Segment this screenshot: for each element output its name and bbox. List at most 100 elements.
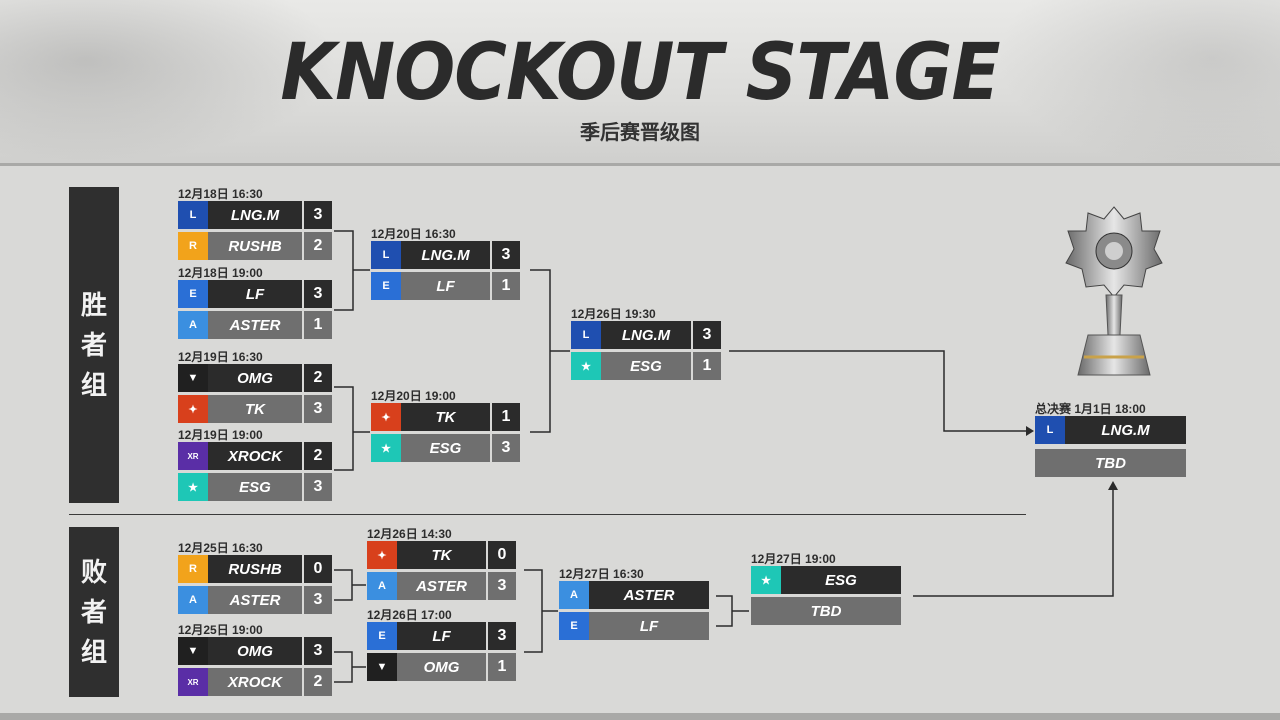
match-team-row[interactable]: XR XROCK 2 [178,668,332,696]
lower-bracket-label: 败 者 组 [69,527,119,697]
footer-bar [0,713,1280,720]
match-team-row[interactable]: R RUSHB 2 [178,232,332,260]
team-score: 3 [492,434,520,462]
match-team-row[interactable]: E LF [559,612,709,640]
match-team-row[interactable]: A ASTER 1 [178,311,332,339]
match-date: 12月18日 19:00 [178,266,263,280]
match-team-row[interactable]: L LNG.M 3 [371,241,520,269]
match-team-row[interactable]: ▼ OMG 2 [178,364,332,392]
team-score: 3 [304,473,332,501]
tree-decoration-right [960,0,1280,165]
match-team-row[interactable]: L LNG.M [1035,416,1186,444]
team-name: OMG [208,637,302,665]
omg-logo-icon: ▼ [367,653,397,681]
match-date: 12月25日 16:30 [178,541,263,555]
lng-logo-icon: L [571,321,601,349]
match-date: 12月27日 16:30 [559,567,644,581]
upper-label-char: 者 [80,330,107,360]
xrock-logo-icon: XR [178,668,208,696]
team-name: TK [397,541,486,569]
match-team-row[interactable]: ▼ OMG 3 [178,637,332,665]
match-team-row[interactable]: TBD [751,597,901,625]
match-date: 12月25日 19:00 [178,623,263,637]
match-date: 12月20日 19:00 [371,389,456,403]
team-score: 1 [693,352,721,380]
tk-logo-icon: ✦ [371,403,401,431]
aster-logo-icon: A [178,311,208,339]
lf-logo-icon: E [367,622,397,650]
aster-logo-icon: A [559,581,589,609]
lng-logo-icon: L [1035,416,1065,444]
team-score: 2 [304,442,332,470]
upper-label-char: 胜 [80,290,107,320]
match-team-row[interactable]: ▼ OMG 1 [367,653,516,681]
team-score: 0 [488,541,516,569]
team-score: 1 [304,311,332,339]
aster-logo-icon: A [367,572,397,600]
team-score: 3 [304,395,332,423]
rushb-logo-icon: R [178,232,208,260]
upper-bracket-label: 胜 者 组 [69,187,119,503]
match-date: 12月18日 16:30 [178,187,263,201]
team-name: XROCK [208,442,302,470]
lng-logo-icon: L [178,201,208,229]
page-subtitle: 季后赛晋级图 [580,122,700,144]
match-team-row[interactable]: ✦ TK 3 [178,395,332,423]
team-name: ASTER [208,311,302,339]
bracket-separator [69,514,1026,515]
match-team-row[interactable]: ★ ESG 3 [371,434,520,462]
team-score: 1 [492,272,520,300]
team-name: TBD [1035,449,1186,477]
xrock-logo-icon: XR [178,442,208,470]
match-team-row[interactable]: L LNG.M 3 [571,321,721,349]
match-team-row[interactable]: ★ ESG [751,566,901,594]
rushb-logo-icon: R [178,555,208,583]
match-team-row[interactable]: ✦ TK 1 [371,403,520,431]
team-name: LNG.M [601,321,691,349]
esg-logo-icon: ★ [571,352,601,380]
match-date: 12月26日 14:30 [367,527,452,541]
team-score: 2 [304,364,332,392]
match-date: 总决赛 1月1日 18:00 [1035,402,1146,416]
omg-logo-icon: ▼ [178,364,208,392]
match-date: 12月27日 19:00 [751,552,836,566]
team-score: 3 [304,201,332,229]
header-banner: KNOCKOUT STAGE 季后赛晋级图 [0,0,1280,165]
match-team-row[interactable]: E LF 3 [367,622,516,650]
match-team-row[interactable]: R RUSHB 0 [178,555,332,583]
match-team-row[interactable]: L LNG.M 3 [178,201,332,229]
team-name: RUSHB [208,555,302,583]
tree-decoration [0,0,380,165]
header-divider [0,163,1280,166]
team-name: ESG [401,434,490,462]
trophy-icon [1065,206,1163,376]
match-team-row[interactable]: ✦ TK 0 [367,541,516,569]
team-name: LNG.M [208,201,302,229]
team-name: ASTER [397,572,486,600]
match-team-row[interactable]: A ASTER [559,581,709,609]
match-team-row[interactable]: E LF 1 [371,272,520,300]
team-name: ESG [208,473,302,501]
team-score: 2 [304,668,332,696]
match-team-row[interactable]: TBD [1035,449,1186,477]
lng-logo-icon: L [371,241,401,269]
team-name: ASTER [589,581,709,609]
team-score: 3 [693,321,721,349]
lf-logo-icon: E [559,612,589,640]
match-team-row[interactable]: E LF 3 [178,280,332,308]
match-team-row[interactable]: A ASTER 3 [178,586,332,614]
team-score: 3 [488,622,516,650]
match-team-row[interactable]: A ASTER 3 [367,572,516,600]
omg-logo-icon: ▼ [178,637,208,665]
lf-logo-icon: E [178,280,208,308]
team-name: LF [401,272,490,300]
team-name: XROCK [208,668,302,696]
match-team-row[interactable]: ★ ESG 3 [178,473,332,501]
match-team-row[interactable]: ★ ESG 1 [571,352,721,380]
lower-label-char: 组 [80,637,107,667]
team-name: LF [397,622,486,650]
match-team-row[interactable]: XR XROCK 2 [178,442,332,470]
team-score: 3 [304,637,332,665]
lower-label-char: 败 [80,557,107,587]
